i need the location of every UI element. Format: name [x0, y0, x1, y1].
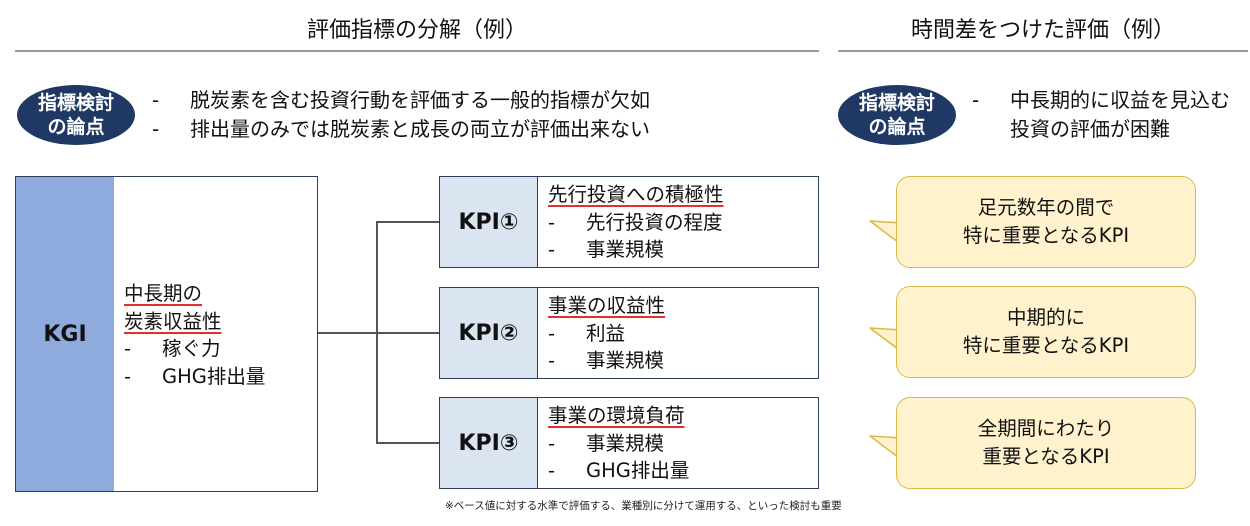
kpi3-box: KPI③ 事業の環境負荷 -事業規模 -GHG排出量: [439, 397, 819, 489]
right-title-rule: [838, 50, 1248, 52]
right-issue-badge: 指標検討 の論点: [838, 85, 956, 145]
left-issue-list: - 脱炭素を含む投資行動を評価する一般的指標が欠如 - 排出量のみでは脱炭素と成長の…: [152, 86, 650, 144]
bubble-3: 全期間にわたり 重要となるKPI: [896, 397, 1196, 489]
issue-text: 脱炭素を含む投資行動を評価する一般的指標が欠如: [190, 88, 650, 112]
right-issue-list: - 中長期的に収益を見込む 投資の評価が困難: [972, 86, 1230, 144]
right-section-title: 時間差をつけた評価（例）: [910, 18, 1175, 43]
kgi-box: 中長期の 炭素収益性 -稼ぐ力 -GHG排出量: [114, 176, 318, 492]
kgi-label: KGI: [15, 176, 115, 492]
issue-dash: -: [152, 117, 160, 141]
kpi-item: -GHG排出量: [548, 459, 690, 482]
kpi-heading: 先行投資への積極性: [548, 183, 724, 206]
issue-dash: -: [972, 88, 980, 112]
issue-row: - 中長期的に収益を見込む: [972, 86, 1230, 115]
issue-row: 投資の評価が困難: [972, 115, 1230, 144]
connector-main: [318, 332, 376, 334]
kpi-item: -利益: [548, 321, 626, 345]
kgi-item: -GHG排出量: [124, 364, 266, 388]
kpi-item: -事業規模: [548, 349, 665, 372]
kpi-item: -事業規模: [548, 431, 665, 455]
kpi1-box: KPI① 先行投資への積極性 -先行投資の程度 -事業規模: [439, 176, 819, 268]
badge-line2: の論点: [47, 116, 105, 138]
left-title-rule: [15, 50, 819, 52]
footnote: ※ベース値に対する水準で評価する、業種別に分けて運用する、といった検討も重要: [445, 500, 842, 512]
connector-kpi3: [376, 442, 439, 444]
kpi-heading: 事業の収益性: [548, 294, 666, 317]
badge-line1: 指標検討: [858, 92, 935, 114]
kgi-heading: 炭素収益性: [124, 309, 222, 333]
issue-text: 中長期的に収益を見込む: [1010, 88, 1230, 112]
kpi-heading: 事業の環境負荷: [548, 404, 685, 427]
badge-line2: の論点: [868, 116, 926, 138]
issue-row: - 排出量のみでは脱炭素と成長の両立が評価出来ない: [152, 115, 650, 144]
connector-kpi1: [376, 221, 439, 223]
left-issue-badge: 指標検討 の論点: [17, 85, 135, 145]
kpi3-content: 事業の環境負荷 -事業規模 -GHG排出量: [548, 402, 689, 485]
kgi-content: 中長期の 炭素収益性 -稼ぐ力 -GHG排出量: [124, 280, 265, 390]
kpi1-label: KPI①: [440, 177, 538, 267]
kpi2-box: KPI② 事業の収益性 -利益 -事業規模: [439, 287, 819, 379]
issue-dash: -: [152, 88, 160, 112]
issue-text: 排出量のみでは脱炭素と成長の両立が評価出来ない: [190, 117, 650, 141]
kpi2-content: 事業の収益性 -利益 -事業規模: [548, 292, 665, 375]
issue-row: - 脱炭素を含む投資行動を評価する一般的指標が欠如: [152, 86, 650, 115]
kgi-item: -稼ぐ力: [124, 337, 221, 360]
kpi-item: -先行投資の程度: [548, 210, 723, 234]
issue-text: 投資の評価が困難: [1010, 117, 1170, 141]
bubble-2: 中期的に 特に重要となるKPI: [896, 286, 1196, 378]
kpi1-content: 先行投資への積極性 -先行投資の程度 -事業規模: [548, 181, 724, 264]
bubble-1: 足元数年の間で 特に重要となるKPI: [896, 176, 1196, 268]
badge-line1: 指標検討: [37, 92, 114, 114]
kgi-heading: 中長期の: [124, 282, 203, 305]
kpi3-label: KPI③: [440, 398, 538, 488]
connector-kpi2: [376, 332, 439, 334]
kpi-item: -事業規模: [548, 238, 665, 261]
kpi2-label: KPI②: [440, 288, 538, 378]
left-section-title: 評価指標の分解（例）: [306, 18, 527, 43]
